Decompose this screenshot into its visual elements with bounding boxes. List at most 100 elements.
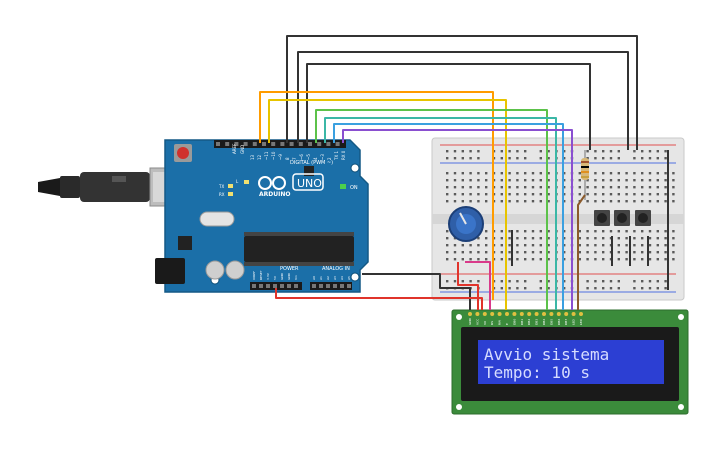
gnd-label: GND xyxy=(240,145,245,154)
breadboard-hole xyxy=(602,172,605,175)
breadboard-hole xyxy=(547,251,550,254)
power-pin-hole xyxy=(280,284,284,288)
digital-pin-label: ~5 xyxy=(306,154,311,160)
breadboard-hole xyxy=(578,251,581,254)
rail-hole xyxy=(453,157,457,160)
breadboard-hole xyxy=(625,244,628,247)
breadboard-hole xyxy=(446,193,449,196)
breadboard-hole xyxy=(656,179,659,182)
breadboard-hole xyxy=(633,258,636,261)
rail-hole xyxy=(586,157,589,160)
breadboard-hole xyxy=(539,193,542,196)
power-pin-hole xyxy=(266,284,270,288)
breadboard-hole xyxy=(664,251,667,254)
breadboard-hole xyxy=(485,200,488,203)
rail-hole xyxy=(594,157,597,160)
breadboard-hole xyxy=(586,186,589,189)
breadboard-hole xyxy=(656,258,659,261)
lcd-pin-label: DB3 xyxy=(535,319,539,325)
breadboard-hole xyxy=(500,251,503,254)
breadboard-hole xyxy=(524,237,527,240)
breadboard-hole xyxy=(539,186,542,189)
breadboard-hole xyxy=(648,244,652,247)
breadboard-hole xyxy=(531,251,535,254)
breadboard-hole xyxy=(594,258,597,261)
breadboard-hole xyxy=(531,186,535,189)
breadboard-hole xyxy=(500,193,503,196)
digital-pin-label: ~3 xyxy=(320,154,325,160)
breadboard-hole xyxy=(531,200,535,203)
breadboard-hole xyxy=(469,193,472,196)
breadboard-hole xyxy=(477,237,480,240)
breadboard-hole xyxy=(672,200,675,203)
rail-hole xyxy=(586,287,589,290)
rail-hole xyxy=(664,280,667,283)
rail-hole xyxy=(648,280,652,283)
breadboard-hole xyxy=(547,244,550,247)
lcd-pin-label: E xyxy=(505,323,509,325)
breadboard-hole xyxy=(641,230,644,233)
breadboard-hole xyxy=(633,179,636,182)
breadboard xyxy=(431,137,685,301)
breadboard-hole xyxy=(461,193,464,196)
breadboard-hole xyxy=(602,193,605,196)
breadboard-hole xyxy=(524,179,527,182)
breadboard-hole xyxy=(500,172,503,175)
breadboard-hole xyxy=(641,244,644,247)
lcd-pin xyxy=(512,312,517,316)
breadboard-hole xyxy=(648,179,652,182)
breadboard-hole xyxy=(641,258,644,261)
breadboard-hole xyxy=(485,179,488,182)
power-pin-hole xyxy=(273,284,277,288)
breadboard-hole xyxy=(625,179,628,182)
wire-red-pot xyxy=(457,262,479,310)
rail-hole xyxy=(477,157,480,160)
breadboard-hole xyxy=(672,237,675,240)
digital-pin-label: 7 xyxy=(292,157,297,160)
breadboard-hole xyxy=(641,251,644,254)
breadboard-hole xyxy=(664,186,667,189)
breadboard-hole xyxy=(516,172,519,175)
breadboard-hole xyxy=(453,186,457,189)
breadboard-hole xyxy=(508,237,511,240)
rail-hole xyxy=(563,157,566,160)
breadboard-hole xyxy=(461,186,464,189)
breadboard-hole xyxy=(664,179,667,182)
analog-pin-label: A5 xyxy=(347,276,351,280)
breadboard-hole xyxy=(641,172,644,175)
digital-pin-hole xyxy=(225,142,230,146)
digital-pin-hole xyxy=(335,142,340,146)
rail-hole xyxy=(477,280,480,283)
breadboard-hole xyxy=(453,251,457,254)
breadboard-hole xyxy=(477,251,480,254)
lcd-pin xyxy=(579,312,583,316)
breadboard-hole xyxy=(578,230,581,233)
breadboard-hole xyxy=(672,244,675,247)
breadboard-hole xyxy=(485,230,488,233)
breadboard-hole xyxy=(656,200,659,203)
rail-hole xyxy=(539,150,542,153)
breadboard-hole xyxy=(563,172,566,175)
breadboard-hole xyxy=(539,237,542,240)
breadboard-hole xyxy=(453,258,457,261)
breadboard-hole xyxy=(594,179,597,182)
rail-hole xyxy=(524,280,527,283)
breadboard-hole xyxy=(485,172,488,175)
analog-pin-hole xyxy=(312,284,316,288)
breadboard-hole xyxy=(586,251,589,254)
lcd-pin xyxy=(482,312,487,316)
power-pin-hole xyxy=(287,284,291,288)
breadboard-hole xyxy=(500,230,503,233)
analog-pin-label: A2 xyxy=(326,276,330,280)
breadboard-hole xyxy=(617,186,620,189)
breadboard-hole xyxy=(446,251,449,254)
breadboard-hole xyxy=(625,251,628,254)
breadboard-hole xyxy=(547,186,550,189)
arduino-model: UNO xyxy=(297,177,322,190)
rail-hole xyxy=(664,157,667,160)
rail-hole xyxy=(516,157,519,160)
breadboard-hole xyxy=(664,230,667,233)
breadboard-hole xyxy=(617,179,620,182)
rail-hole xyxy=(508,287,511,290)
breadboard-hole xyxy=(633,237,636,240)
